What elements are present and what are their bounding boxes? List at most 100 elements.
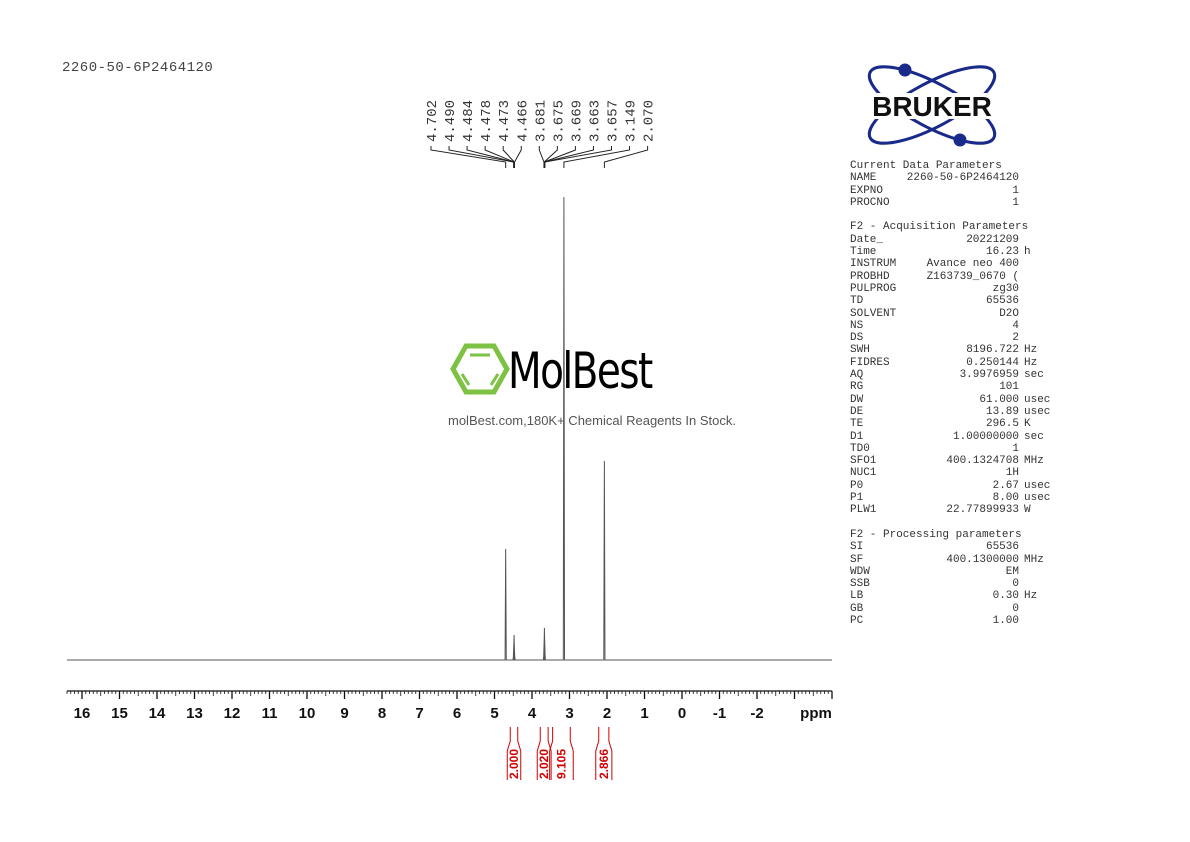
peak-label: 4.484 [461, 100, 477, 142]
integral-bracket [595, 727, 613, 780]
integral-value: 9.105 [554, 749, 568, 779]
peak-leader-line [502, 146, 515, 168]
param-unit: Hz [1024, 344, 1038, 357]
x-tick-label: 9 [340, 705, 348, 722]
param-value: 65536 [985, 295, 1019, 308]
peak-label: 4.702 [425, 100, 441, 142]
integral-bracket [536, 727, 552, 780]
param-name: EXPNO [850, 184, 884, 197]
x-tick-label: 6 [453, 705, 461, 722]
param-name: NS [850, 319, 864, 332]
param-value: 1 [1012, 196, 1019, 209]
param-value: 20221209 [966, 233, 1019, 246]
peak-label: 4.473 [497, 100, 513, 142]
param-row: NAME 2260-50-6P2464120 [850, 172, 1050, 184]
param-value: 400.1324708 [946, 455, 1019, 468]
peak-label: 4.490 [443, 100, 459, 142]
param-value: EM [1005, 565, 1019, 578]
param-name: INSTRUM [850, 258, 897, 271]
param-name: P0 [850, 479, 864, 492]
watermark-name: MolBest [508, 342, 653, 400]
x-tick-label: 13 [186, 705, 203, 722]
param-value: Avance neo 400 [926, 258, 1019, 271]
x-tick-label: 15 [111, 705, 128, 722]
param-row: WDW EM [850, 566, 1050, 578]
param-value: 2260-50-6P2464120 [906, 172, 1019, 185]
param-value: 101 [999, 381, 1019, 394]
param-name: PROBHD [850, 270, 890, 283]
peak-leader-line [543, 146, 558, 168]
x-tick-label: 0 [678, 705, 686, 722]
param-row: PROCNO 1 [850, 197, 1050, 209]
param-name: DW [850, 393, 864, 406]
param-value: 22.77899933 [946, 504, 1019, 517]
peak-leader-line [563, 146, 631, 168]
param-unit: usec [1024, 393, 1051, 406]
x-tick-label: 1 [640, 705, 648, 722]
peak-leader-line [603, 146, 649, 168]
param-value: 13.89 [985, 405, 1019, 418]
param-value: 2 [1012, 332, 1019, 345]
param-name: TD [850, 295, 864, 308]
param-name: SFO1 [850, 455, 877, 468]
param-value: 400.1300000 [946, 553, 1019, 566]
param-row: DW 61.000 usec [850, 394, 1050, 406]
param-row: P1 8.00 usec [850, 492, 1050, 504]
x-tick-label: 5 [490, 705, 498, 722]
param-name: P1 [850, 492, 864, 505]
param-row: SFO1 400.1324708 MHz [850, 455, 1050, 467]
param-row: EXPNO 1 [850, 185, 1050, 197]
param-value: 16.23 [985, 246, 1019, 259]
x-tick-label: 4 [528, 705, 537, 722]
param-value: 8.00 [992, 492, 1019, 505]
param-unit: usec [1024, 405, 1051, 418]
peak-label: 3.663 [587, 100, 603, 142]
x-tick-label: 2 [603, 705, 611, 722]
param-section-title: F2 - Acquisition Parameters [850, 221, 1029, 234]
param-unit: K [1024, 418, 1031, 431]
param-name: GB [850, 602, 864, 615]
param-value: 296.5 [985, 418, 1019, 431]
param-row: PROBHD Z163739_0670 ( [850, 271, 1050, 283]
param-unit: W [1024, 504, 1031, 517]
param-value: 2.67 [992, 479, 1019, 492]
peak-leader-line [544, 146, 594, 168]
sample-title: 2260-50-6P2464120 [62, 60, 214, 76]
param-name: LB [850, 590, 864, 603]
peak-label: 3.681 [533, 100, 549, 142]
param-value: Z163739_0670 ( [926, 270, 1019, 283]
integral-value: 2.866 [597, 749, 611, 779]
param-value: 1.00000000 [952, 430, 1019, 443]
param-unit: sec [1024, 430, 1044, 443]
param-name: WDW [850, 565, 870, 578]
param-name: PROCNO [850, 196, 890, 209]
param-value: D2O [999, 307, 1019, 320]
param-name: NAME [850, 172, 877, 185]
param-unit: usec [1024, 492, 1051, 505]
param-value: 1H [1005, 467, 1019, 480]
param-value: 1 [1012, 184, 1019, 197]
peak-leader-line [538, 146, 545, 168]
x-tick-label: -2 [750, 705, 763, 722]
param-unit: MHz [1024, 455, 1044, 468]
param-value: 1 [1012, 442, 1019, 455]
param-name: DS [850, 332, 864, 345]
integral-value: 2.000 [507, 749, 521, 779]
param-value: zg30 [992, 282, 1019, 295]
param-value: 0 [1012, 578, 1019, 591]
param-value: 61.000 [979, 393, 1019, 406]
param-name: AQ [850, 369, 864, 382]
x-tick-label: 10 [299, 705, 316, 722]
